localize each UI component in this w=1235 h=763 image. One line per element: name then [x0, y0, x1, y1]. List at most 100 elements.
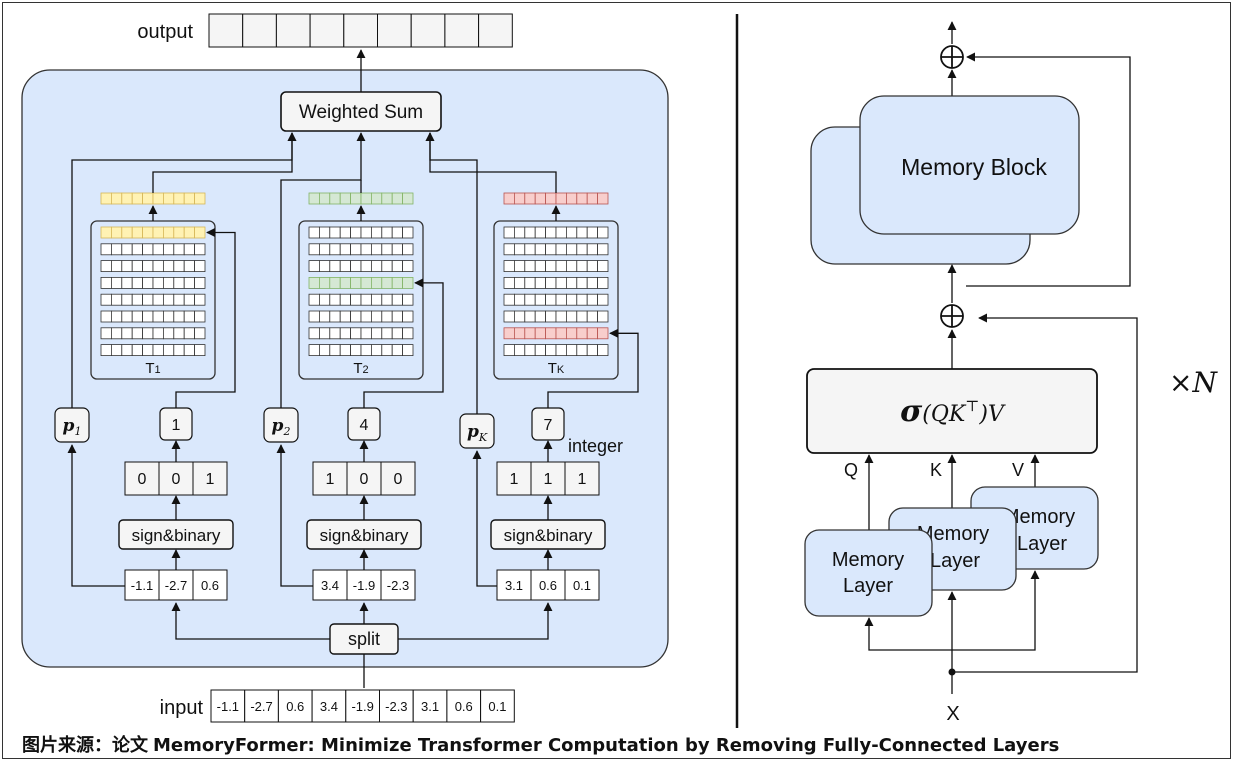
hash-table-cell — [350, 243, 362, 256]
hash-table-cell — [183, 243, 195, 256]
hash-table-selected-cell — [503, 327, 515, 340]
hash-table-selected-cell — [381, 276, 393, 289]
chunk-cell — [192, 569, 228, 601]
hash-table-cell — [576, 276, 588, 289]
hash-table-cell — [100, 243, 112, 256]
hash-table-cell — [350, 260, 362, 273]
hash-table-cell — [534, 293, 547, 306]
hash-table-cell — [173, 260, 185, 273]
bit-cell — [564, 461, 600, 496]
hash-table-cell — [534, 243, 547, 256]
retrieved-vector-cell — [142, 192, 154, 205]
hash-table-selected-cell — [514, 327, 526, 340]
hash-table-cell — [566, 226, 578, 239]
retrieved-vector-cell — [173, 192, 185, 205]
bit-value: 1 — [206, 471, 215, 488]
hash-table-cell — [131, 293, 143, 306]
memory-layer-q — [804, 529, 933, 617]
hash-table-cell — [576, 344, 588, 357]
hash-table-selected-cell — [524, 327, 536, 340]
hash-table-cell — [586, 226, 599, 239]
hash-table-selected-cell — [329, 276, 341, 289]
hash-table-cell — [545, 293, 557, 306]
hash-table-cell — [524, 260, 536, 273]
bit-cell — [192, 461, 228, 496]
hash-table-cell — [162, 327, 175, 340]
input-label: input — [160, 697, 204, 719]
hash-table-cell — [121, 310, 133, 323]
hash-table-cell — [100, 310, 112, 323]
input-cell — [210, 689, 246, 723]
input-cell — [345, 689, 380, 723]
bit-cell — [312, 461, 348, 496]
hash-table-cell — [329, 260, 341, 273]
output-vector — [208, 13, 513, 48]
hash-table-cell — [131, 310, 143, 323]
output-cell — [377, 13, 412, 48]
hash-table-cell — [586, 344, 599, 357]
hash-table-cell — [534, 226, 547, 239]
hash-table-cell — [183, 310, 195, 323]
hash-table-cell — [121, 327, 133, 340]
hash-table-cell — [514, 260, 526, 273]
hash-table-cell — [503, 344, 515, 357]
retrieved-vector-cell — [524, 192, 536, 205]
chunk-cell — [380, 569, 416, 601]
hash-table-cell — [131, 276, 143, 289]
hash-table-cell — [121, 243, 133, 256]
index-lookup-arrow — [175, 227, 236, 408]
prob-to-weighted-sum-arrow — [280, 132, 366, 408]
hash-table-cell — [391, 344, 404, 357]
x-branch-dot — [948, 668, 956, 676]
retrieved-vector-cell — [308, 192, 320, 205]
hash-table-cell — [402, 327, 414, 340]
split-to-chunk-1-arrow — [171, 602, 330, 640]
chunk-cell — [564, 569, 600, 601]
hash-table-cell — [162, 243, 175, 256]
hash-table-cell — [360, 344, 372, 357]
hash-table-cell — [503, 243, 515, 256]
hash-table-cell — [566, 310, 578, 323]
hash-table-selected-cell — [142, 226, 154, 239]
input-cell — [480, 689, 515, 723]
hash-table-cell — [576, 293, 588, 306]
residual-add-middle-icon — [940, 304, 964, 328]
hash-table-selected-cell — [152, 226, 164, 239]
bit-value: 1 — [578, 471, 587, 488]
prob-label: p1 — [63, 416, 82, 438]
retrieved-vector-cell — [576, 192, 588, 205]
hash-table-cell — [597, 293, 609, 306]
vector-to-weighted-sum-arrow — [152, 132, 297, 193]
hash-table-cell — [350, 327, 362, 340]
hash-table-cell — [586, 293, 599, 306]
hash-table-selected-cell — [308, 276, 320, 289]
prob-label: p2 — [272, 416, 291, 438]
retrieved-vector-cell — [329, 192, 341, 205]
hash-table-cell — [503, 226, 515, 239]
residual-connection-bottom — [952, 313, 1138, 673]
hash-table-selected-cell — [173, 226, 185, 239]
hash-table-cell — [162, 260, 175, 273]
hash-table-cell — [524, 276, 536, 289]
hash-table-cell — [329, 327, 341, 340]
input-value: -2.3 — [385, 699, 407, 714]
hash-table-cell — [402, 344, 414, 357]
hash-table-cell — [194, 310, 206, 323]
q-label: Q — [844, 460, 858, 480]
hash-table-cell — [514, 310, 526, 323]
hash-table-cell — [339, 260, 352, 273]
hash-table-cell — [534, 344, 547, 357]
hash-table-cell — [555, 310, 567, 323]
retrieved-vector-cell — [402, 192, 414, 205]
retrieved-vector-cell — [514, 192, 526, 205]
hash-table-cell — [555, 293, 567, 306]
k-label: K — [930, 460, 942, 480]
bit-value: 0 — [360, 471, 369, 488]
hash-table-cell — [597, 344, 609, 357]
hash-table-cell — [370, 327, 383, 340]
hash-table-cell — [391, 243, 404, 256]
hash-table-cell — [111, 260, 123, 273]
